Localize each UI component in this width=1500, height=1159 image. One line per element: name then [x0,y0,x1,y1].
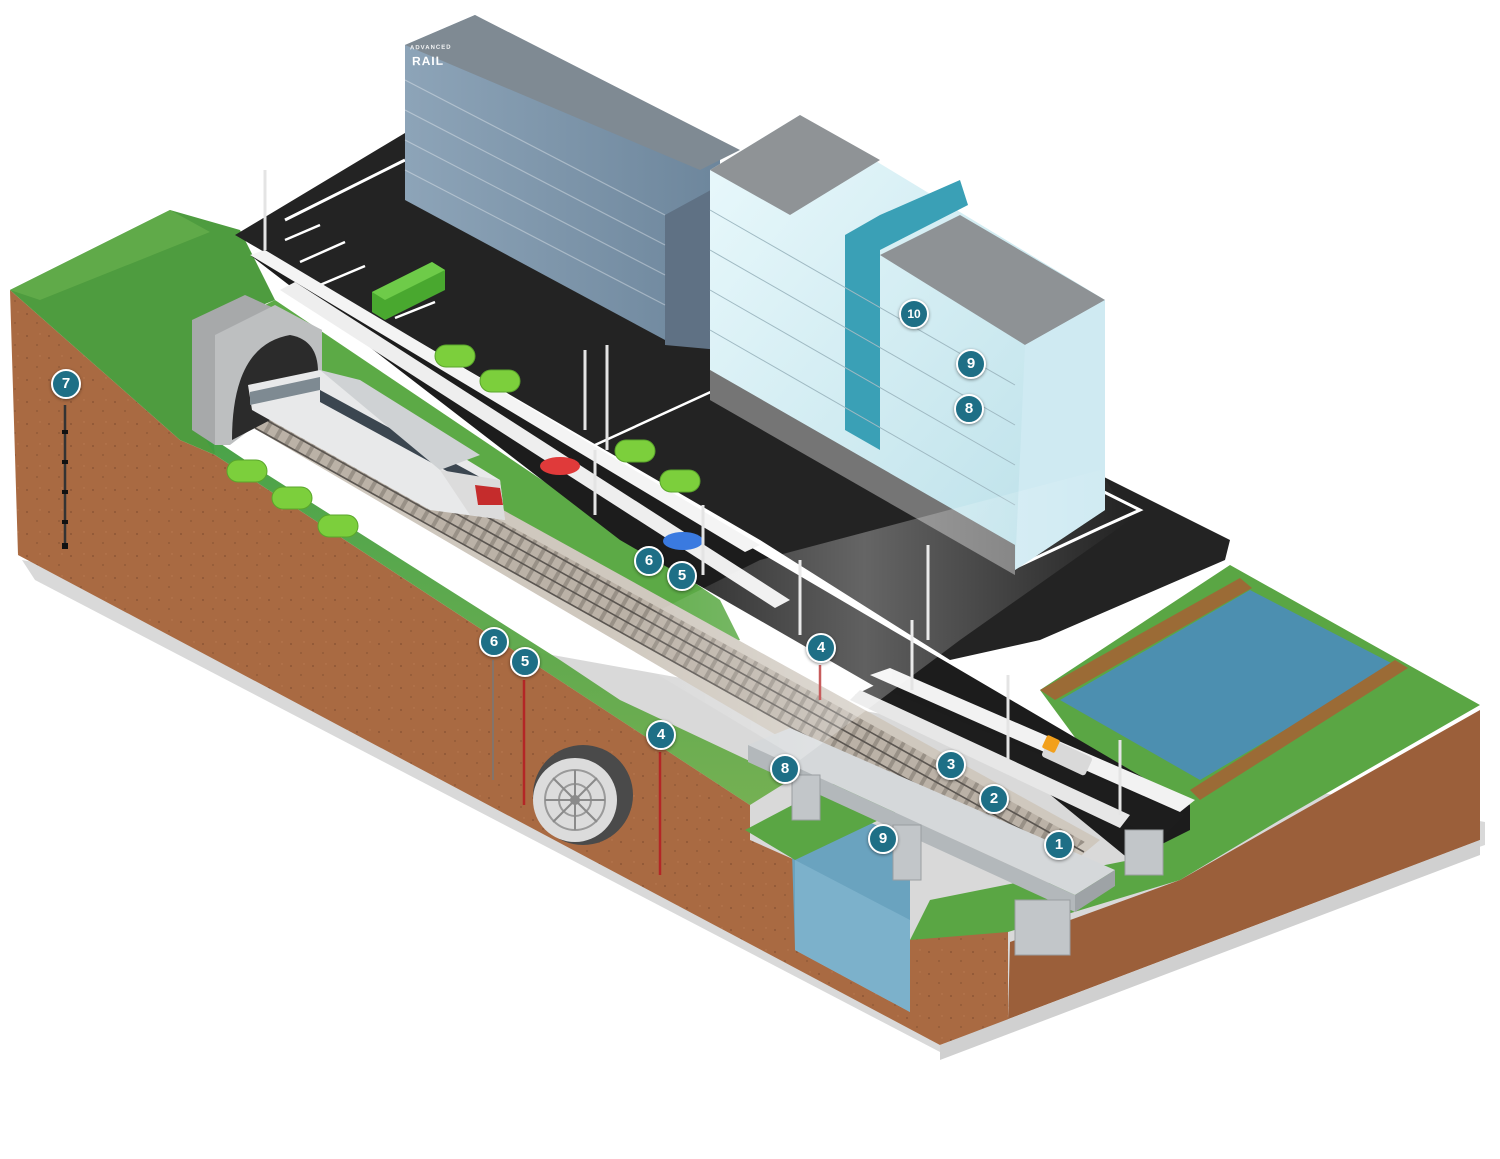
marker-8-building-sensor: 8 [954,394,984,424]
bridge-roadway-surface [855,685,1185,840]
subsurface-probes [62,405,822,875]
building-logo-text: RAIL [411,53,445,69]
riverbank-brown-1 [1040,578,1252,700]
building-logo-small-text: ADVANCED [409,44,452,52]
soil-right-face [940,710,1480,1045]
truck-cab [1042,735,1060,753]
bus [372,262,445,320]
marker-10-building-roof: 10 [899,299,929,329]
marker-4-subsurface-probe: 4 [646,720,676,750]
marker-6-subsurface-probe: 6 [479,627,509,657]
road-barrier [250,250,760,552]
car-red [540,457,580,475]
bridge-roadway [870,668,1195,812]
marker-5-surface-sensor: 5 [667,561,697,591]
bridge-piers [791,774,1164,956]
marker-2-bridge-deck: 2 [979,784,1009,814]
marker-6-surface-sensor: 6 [634,546,664,576]
riverbank-brown-2 [1190,660,1408,800]
lot-boundary-line [284,158,406,222]
soil-front-face [10,290,1008,1045]
tunnel-boring-machine [533,745,633,845]
soil-right-shade [940,840,1480,1060]
bridge-road-barrier [850,690,1130,828]
river-right [1060,590,1395,780]
river-cut-front [795,860,910,1012]
marker-5-subsurface-probe: 5 [510,647,540,677]
train [248,370,505,520]
bridge-deck [748,728,1115,895]
office-building-back [404,15,740,350]
marker-9-bridge-pier: 9 [868,824,898,854]
marker-7-borehole: 7 [51,369,81,399]
marker-9-building-sensor: 9 [956,349,986,379]
grass-hill-top [10,210,210,300]
car-blue [663,532,703,550]
marker-3-bridge-edge: 3 [936,750,966,780]
road-barrier-near [280,282,790,608]
translucent-overlay [600,470,1130,760]
marker-1-track: 1 [1044,830,1074,860]
marker-4-surface-probe: 4 [806,633,836,663]
grass-trackside [200,430,790,805]
hedges [226,344,701,538]
marker-8-bridge-pier: 8 [770,754,800,784]
bridge-deck-end [1075,870,1115,912]
